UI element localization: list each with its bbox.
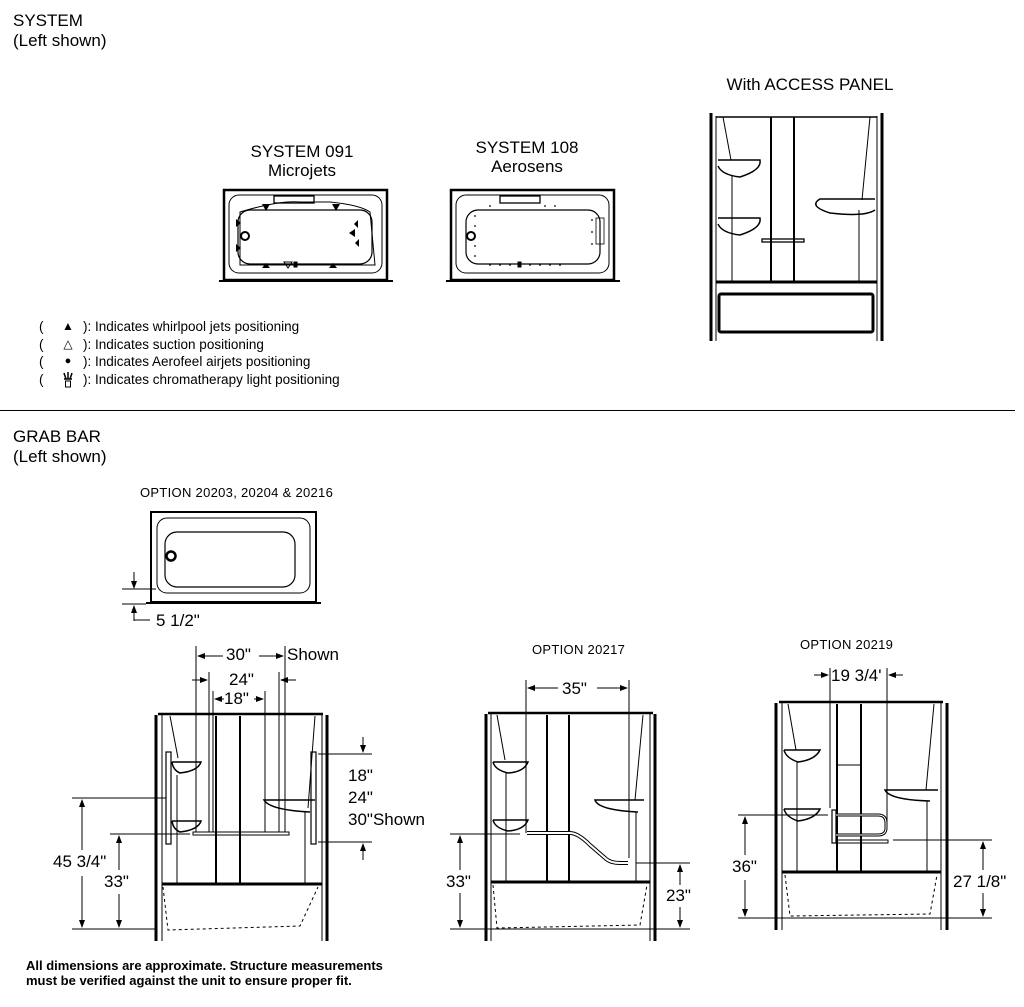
- option-a-tub-plan: [122, 511, 321, 621]
- legend-text: ): Indicates chromatherapy light positio…: [83, 371, 340, 387]
- legend-text: ): Indicates suction positioning: [83, 336, 264, 352]
- option-b-left-height: 33": [446, 872, 471, 891]
- side-dims: 18" 24" 30"Shown: [348, 765, 425, 831]
- legend-item: ( ● ): Indicates Aerofeel airjets positi…: [39, 354, 311, 369]
- system-108-subtitle: Aerosens: [491, 157, 563, 176]
- dim-30: 30": [226, 645, 251, 664]
- option-c-elevation: [738, 668, 992, 930]
- option-b-width-dim: 35": [562, 679, 587, 698]
- plan-offset-dim: 5 1/2": [156, 611, 200, 630]
- system-subtitle: (Left shown): [13, 31, 107, 50]
- system-108-caption: SYSTEM 108 Aerosens: [447, 138, 607, 176]
- outline-triangle-icon: △: [63, 336, 73, 351]
- system-heading: SYSTEM (Left shown): [13, 11, 107, 51]
- legend-text: ): Indicates whirlpool jets positioning: [83, 319, 300, 334]
- system-108-title: SYSTEM 108: [475, 138, 579, 157]
- section-divider: [0, 410, 1015, 411]
- legend-text: ): Indicates Aerofeel airjets positionin…: [83, 354, 311, 369]
- system-091-title: SYSTEM 091: [250, 142, 354, 161]
- grab-bar-subtitle: (Left shown): [13, 447, 107, 466]
- footer-note-line2: must be verified against the unit to ens…: [26, 972, 352, 988]
- height-inner-dim: 33": [104, 872, 129, 891]
- legend-item: ( ▲ ): Indicates whirlpool jets position…: [39, 319, 300, 334]
- dim-24: 24": [229, 670, 254, 689]
- system-091-caption: SYSTEM 091 Microjets: [222, 142, 382, 180]
- grab-bar-heading: GRAB BAR (Left shown): [13, 427, 107, 467]
- legend-item: ( △ ): Indicates suction positioning: [39, 336, 264, 352]
- access-panel-title: With ACCESS PANEL: [726, 75, 894, 94]
- footer-note-line1: All dimensions are approximate. Structur…: [26, 958, 383, 973]
- side-dim-18: 18": [348, 766, 373, 785]
- height-outer-dim: 45 3/4": [53, 852, 107, 871]
- dim-30-shown: Shown: [287, 645, 339, 664]
- system-091-tub-plan: [219, 188, 393, 282]
- filled-triangle-icon: ▲: [62, 319, 74, 333]
- dim-18: 18": [224, 689, 249, 708]
- access-panel-elevation: [709, 113, 884, 341]
- option-a-label: OPTION 20203, 20204 & 20216: [140, 485, 334, 500]
- system-091-subtitle: Microjets: [267, 161, 336, 180]
- option-b-label: OPTION 20217: [532, 642, 626, 657]
- system-108-tub-plan: [446, 188, 620, 282]
- option-c-width-dim: 19 3/4': [831, 666, 882, 685]
- filled-circle-icon: ●: [64, 355, 72, 367]
- system-title: SYSTEM: [13, 11, 83, 30]
- option-c-left-height: 36": [732, 857, 757, 876]
- option-c-right-height: 27 1/8": [953, 872, 1007, 891]
- option-a-elevation: [72, 646, 372, 941]
- side-dim-30: 30"Shown: [348, 810, 425, 829]
- footer-note: All dimensions are approximate. Structur…: [26, 958, 383, 988]
- legend-item: ( ): Indicates chromatherapy light posit…: [39, 371, 340, 389]
- symbol-legend: ( ▲ ): Indicates whirlpool jets position…: [39, 318, 340, 388]
- chromatherapy-light-icon: [53, 371, 83, 389]
- grab-bar-title: GRAB BAR: [13, 427, 101, 446]
- option-b-elevation: [450, 680, 690, 941]
- side-dim-24: 24": [348, 788, 373, 807]
- option-b-right-height: 23": [666, 886, 691, 905]
- option-c-label: OPTION 20219: [800, 637, 894, 652]
